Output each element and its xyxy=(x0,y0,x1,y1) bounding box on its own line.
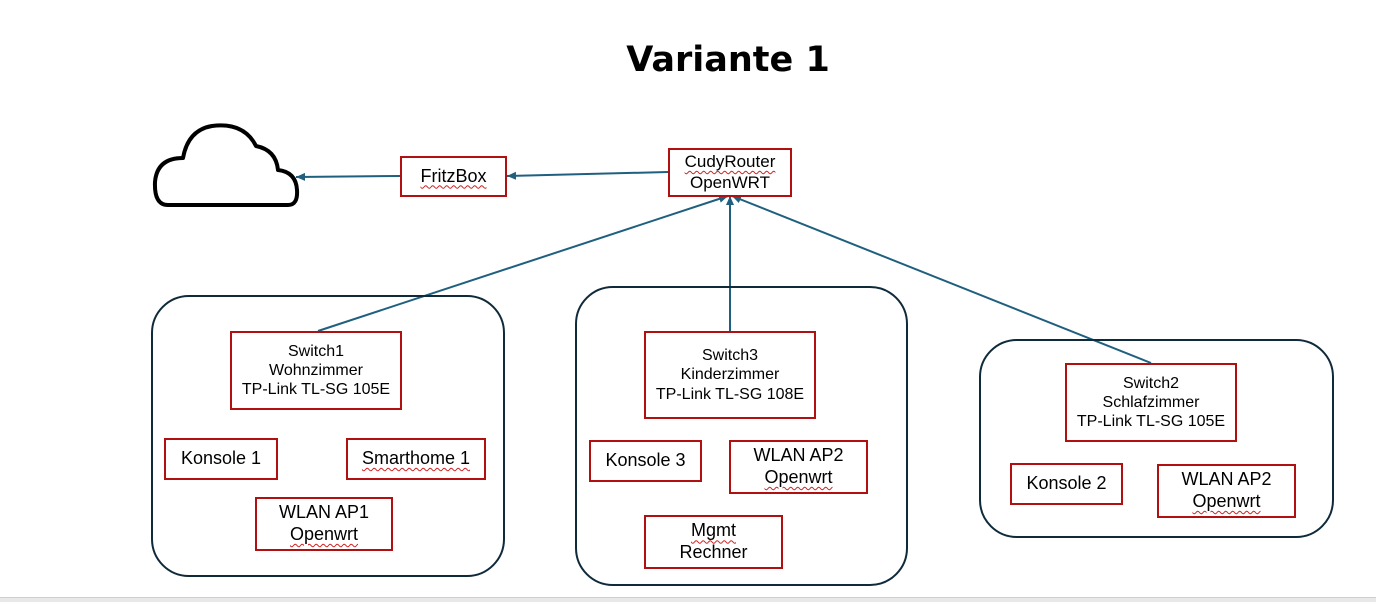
wlan-ap2-name: WLAN AP2 xyxy=(753,445,844,466)
arrow-fritzbox-to-cloud xyxy=(295,172,401,181)
switch3-model: TP-Link TL-SG 108E xyxy=(655,385,805,403)
bottom-scrollbar xyxy=(0,597,1376,602)
konsole2-label: Konsole 2 xyxy=(1026,473,1107,494)
arrow-switch2-to-router xyxy=(731,195,1152,364)
switch2-name: Switch2 xyxy=(1122,374,1180,392)
mgmt-label: Mgmt xyxy=(691,520,736,541)
switch1-room: Wohnzimmer xyxy=(269,361,363,379)
wlan-ap1-os: Openwrt xyxy=(289,524,359,544)
wlan-ap1-name: WLAN AP1 xyxy=(278,502,370,523)
router-name: CudyRouter xyxy=(684,152,776,172)
switch2-model: TP-Link TL-SG 105E xyxy=(1076,413,1226,431)
konsole3-label: Konsole 3 xyxy=(605,450,686,471)
wlan-ap2-node-schlafzimmer: WLAN AP2 Openwrt xyxy=(1157,464,1296,518)
router-os: OpenWRT xyxy=(690,172,770,192)
arrow-switch1-to-router xyxy=(317,195,729,332)
group-wohnzimmer xyxy=(151,295,505,577)
wlan-ap1-node: WLAN AP1 Openwrt xyxy=(255,497,393,551)
router-node: CudyRouter OpenWRT xyxy=(668,148,792,197)
switch3-name: Switch3 xyxy=(701,347,759,365)
group-kinderzimmer xyxy=(575,286,908,586)
switch1-name: Switch1 xyxy=(287,342,345,360)
fritzbox-node: FritzBox xyxy=(400,156,507,197)
konsole2-node: Konsole 2 xyxy=(1010,463,1123,505)
switch1-model: TP-Link TL-SG 105E xyxy=(241,381,391,399)
konsole1-node: Konsole 1 xyxy=(164,438,278,480)
switch1-node: Switch1 Wohnzimmer TP-Link TL-SG 105E xyxy=(230,331,402,410)
switch2-room: Schlafzimmer xyxy=(1102,393,1200,411)
mgmt-rechner-node: Mgmt Rechner xyxy=(644,515,783,569)
wlan-ap2-os: Openwrt xyxy=(1192,491,1261,511)
diagram-title: Variante 1 xyxy=(626,40,830,80)
rechner-label: Rechner xyxy=(679,542,748,562)
switch3-node: Switch3 Kinderzimmer TP-Link TL-SG 108E xyxy=(644,331,816,419)
cloud-icon xyxy=(152,123,300,207)
smarthome1-node: Smarthome 1 xyxy=(346,438,486,480)
group-schlafzimmer xyxy=(979,339,1334,538)
wlan-ap2-os: Openwrt xyxy=(764,467,833,487)
konsole1-label: Konsole 1 xyxy=(180,448,262,469)
wlan-ap2-name: WLAN AP2 xyxy=(1181,469,1272,490)
wlan-ap2-node-kinderzimmer: WLAN AP2 Openwrt xyxy=(729,440,868,494)
konsole3-node: Konsole 3 xyxy=(589,440,702,482)
smarthome1-label: Smarthome 1 xyxy=(361,448,471,469)
switch3-room: Kinderzimmer xyxy=(680,366,780,384)
switch2-node: Switch2 Schlafzimmer TP-Link TL-SG 105E xyxy=(1065,363,1237,442)
arrow-router-to-fritzbox xyxy=(506,171,669,180)
fritzbox-label: FritzBox xyxy=(420,165,487,186)
